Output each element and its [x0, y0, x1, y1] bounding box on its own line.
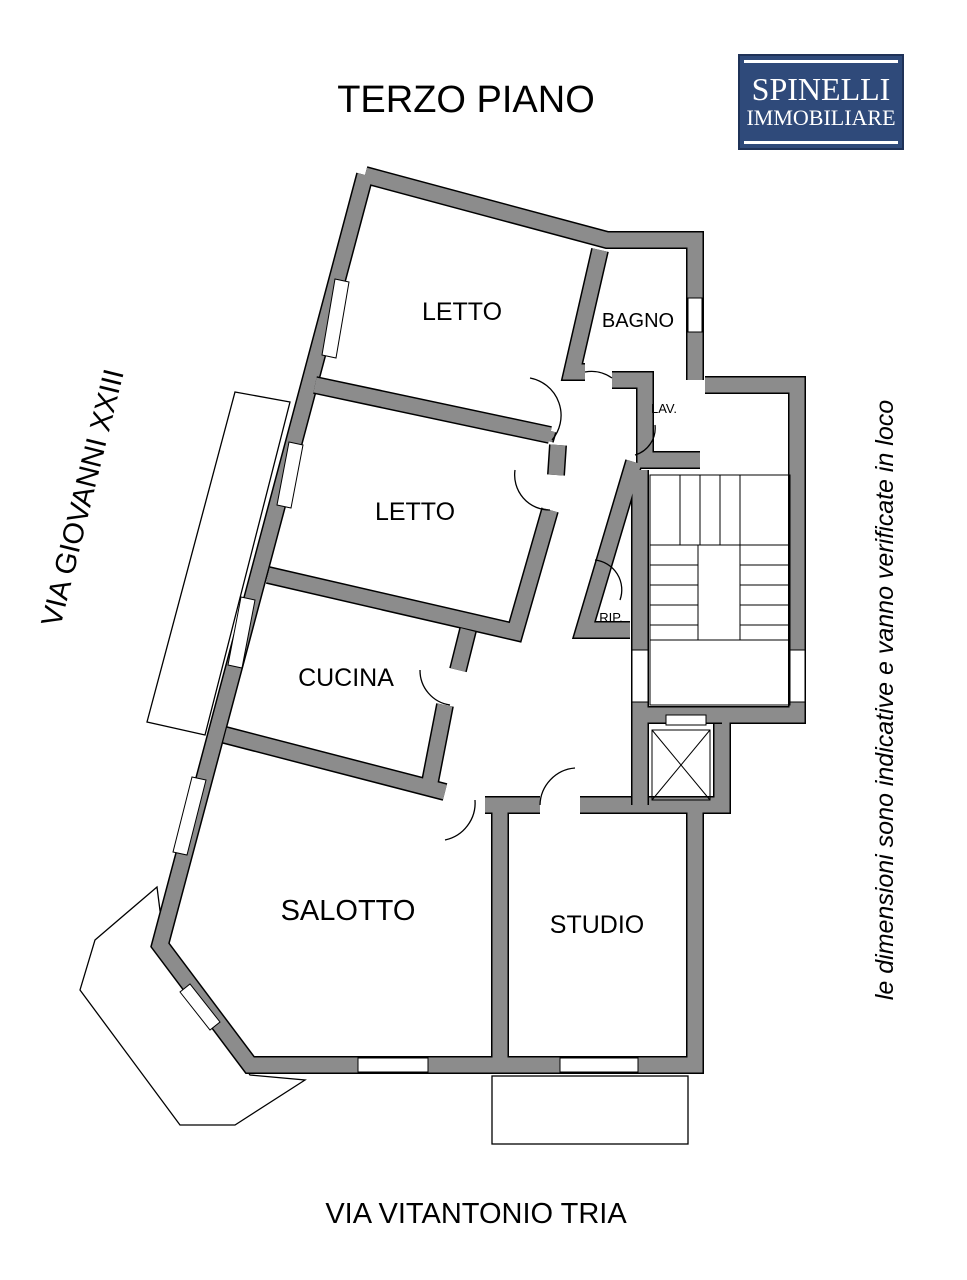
windows — [172, 278, 806, 1073]
room-studio: STUDIO — [550, 911, 644, 939]
room-bagno: BAGNO — [602, 310, 674, 332]
logo-line2: IMMOBILIARE — [746, 105, 896, 130]
walls — [150, 166, 806, 1074]
doors — [419, 370, 656, 841]
disclaimer: le dimensioni sono indicative e vanno ve… — [871, 400, 899, 1000]
room-letto-2: LETTO — [375, 498, 455, 526]
room-cucina: CUCINA — [298, 664, 394, 692]
street-bottom: VIA VITANTONIO TRIA — [325, 1198, 627, 1230]
room-salotto: SALOTTO — [281, 895, 416, 927]
street-left: VIA GIOVANNI XXIII — [36, 366, 131, 630]
room-lav: LAV. — [651, 401, 677, 416]
logo-line1: SPINELLI — [751, 71, 891, 107]
logo-bar — [744, 60, 898, 63]
staircase — [649, 474, 791, 706]
page-title: TERZO PIANO — [337, 79, 595, 121]
agency-logo: SPINELLI IMMOBILIARE — [738, 54, 904, 150]
room-letto-1: LETTO — [422, 298, 502, 326]
logo-bar — [744, 141, 898, 144]
elevator — [651, 729, 711, 801]
room-rip: RIP. — [599, 610, 623, 625]
